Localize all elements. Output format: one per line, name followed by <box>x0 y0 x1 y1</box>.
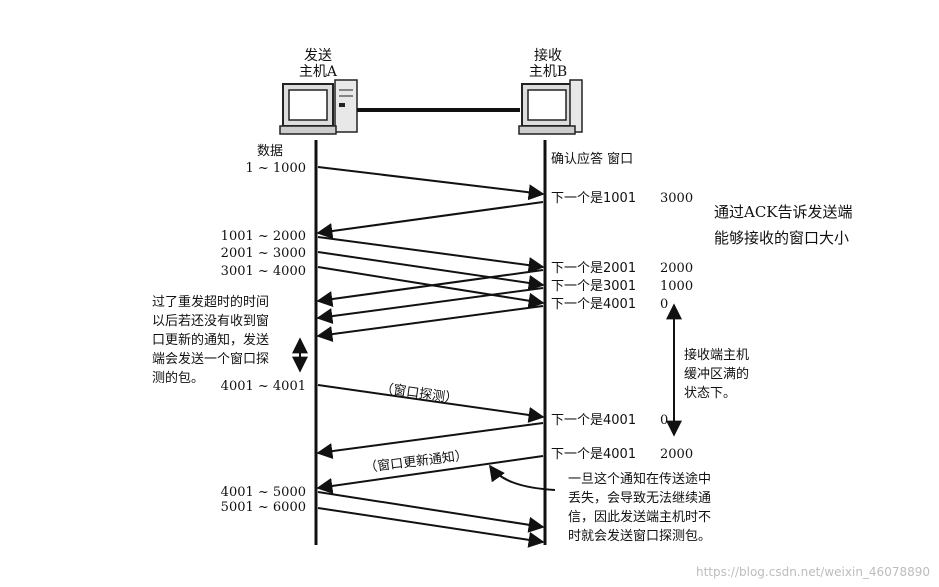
ack-label-4: 下一个是4001 0 <box>551 297 668 312</box>
host-b-label-line1: 接收 <box>534 47 562 64</box>
arrow-ack-1 <box>316 201 544 239</box>
arrow-window-update <box>316 455 544 494</box>
segment-label-6: 4001 ~ 5000 <box>221 485 306 500</box>
loss-pointer-arrow <box>489 464 556 491</box>
window-update-caption: （窗口更新通知） <box>364 447 469 476</box>
segment-label-3: 2001 ~ 3000 <box>221 246 306 261</box>
segment-label-probe: 4001 ~ 4001 <box>221 379 306 394</box>
host-a-label-line1: 发送 <box>304 48 332 64</box>
host-a-computer-icon <box>279 79 358 135</box>
segment-label-2: 1001 ~ 2000 <box>221 229 306 244</box>
ack-label-6: 下一个是4001 2000 <box>551 447 693 462</box>
svg-text:丢失，会导致无法继续通: 丢失，会导致无法继续通 <box>568 491 711 506</box>
side-annotation: 通过ACK告诉发送端 能够接收的窗口大小 <box>714 203 853 247</box>
arrow-ack-2 <box>316 269 544 307</box>
arrow-data-6 <box>317 491 545 533</box>
message-arrows <box>316 166 545 548</box>
svg-text:状态下。: 状态下。 <box>684 386 736 401</box>
host-b-label-line2: 主机B <box>529 64 567 80</box>
svg-text:信，因此发送端主机时不: 信，因此发送端主机时不 <box>568 509 711 525</box>
svg-text:端会发送一个窗口探: 端会发送一个窗口探 <box>152 351 269 367</box>
svg-text:以后若还没有收到窗: 以后若还没有收到窗 <box>152 313 269 329</box>
svg-text:下一个是4001: 下一个是4001 <box>551 413 636 428</box>
svg-text:下一个是4001: 下一个是4001 <box>551 447 636 462</box>
ack-label-2: 下一个是2001 2000 <box>551 261 693 276</box>
host-a-label-line2: 主机A <box>299 64 338 80</box>
svg-text:2000: 2000 <box>660 261 693 276</box>
svg-text:一旦这个通知在传送途中: 一旦这个通知在传送途中 <box>568 471 711 487</box>
ack-label-3: 下一个是3001 1000 <box>551 279 693 294</box>
timeout-note: 过了重发超时的时间 以后若还没有收到窗 口更新的通知，发送 端会发送一个窗口探 … <box>152 294 269 386</box>
svg-text:过了重发超时的时间: 过了重发超时的时间 <box>152 294 269 310</box>
arrow-window-probe <box>317 384 545 423</box>
svg-text:能够接收的窗口大小: 能够接收的窗口大小 <box>714 229 849 247</box>
ack-window-header: 确认应答 窗口 <box>551 151 633 167</box>
svg-text:接收端主机: 接收端主机 <box>684 347 749 363</box>
svg-text:3000: 3000 <box>660 191 693 206</box>
segment-label-4: 3001 ~ 4000 <box>221 264 306 279</box>
svg-text:1000: 1000 <box>660 279 693 294</box>
arrow-ack-3 <box>316 287 544 325</box>
arrow-data-3 <box>317 251 545 291</box>
arrow-data-2 <box>317 236 545 274</box>
svg-text:口更新的通知，发送: 口更新的通知，发送 <box>152 332 269 348</box>
svg-text:下一个是2001: 下一个是2001 <box>551 261 636 276</box>
buffer-full-note: 接收端主机 缓冲区满的 状态下。 <box>684 347 749 401</box>
svg-text:通过ACK告诉发送端: 通过ACK告诉发送端 <box>714 203 853 221</box>
arrow-data-7 <box>317 507 545 548</box>
svg-text:2000: 2000 <box>660 447 693 462</box>
watermark-text: https://blog.csdn.net/weixin_46078890 <box>696 565 930 579</box>
arrow-ack-4 <box>316 305 544 343</box>
svg-text:下一个是1001: 下一个是1001 <box>551 191 636 206</box>
segment-label-1: 1 ~ 1000 <box>245 161 306 176</box>
window-probe-caption: （窗口探测） <box>379 380 458 407</box>
svg-text:时就会发送窗口探测包。: 时就会发送窗口探测包。 <box>568 528 711 544</box>
arrow-data-1 <box>317 166 545 201</box>
svg-text:缓冲区满的: 缓冲区满的 <box>684 366 749 382</box>
arrow-ack-probe <box>316 422 544 460</box>
ack-label-5: 下一个是4001 0 <box>551 413 668 428</box>
svg-text:测的包。: 测的包。 <box>152 370 204 386</box>
data-column-title: 数据 <box>257 144 283 159</box>
svg-text:0: 0 <box>660 413 668 428</box>
svg-text:下一个是4001: 下一个是4001 <box>551 297 636 312</box>
svg-text:下一个是3001: 下一个是3001 <box>551 279 636 294</box>
ack-label-1: 下一个是1001 3000 <box>551 191 693 206</box>
svg-text:0: 0 <box>660 297 668 312</box>
loss-note: 一旦这个通知在传送途中 丢失，会导致无法继续通 信，因此发送端主机时不 时就会发… <box>568 471 711 544</box>
host-b-computer-icon <box>518 79 583 135</box>
segment-label-7: 5001 ~ 6000 <box>221 500 306 515</box>
